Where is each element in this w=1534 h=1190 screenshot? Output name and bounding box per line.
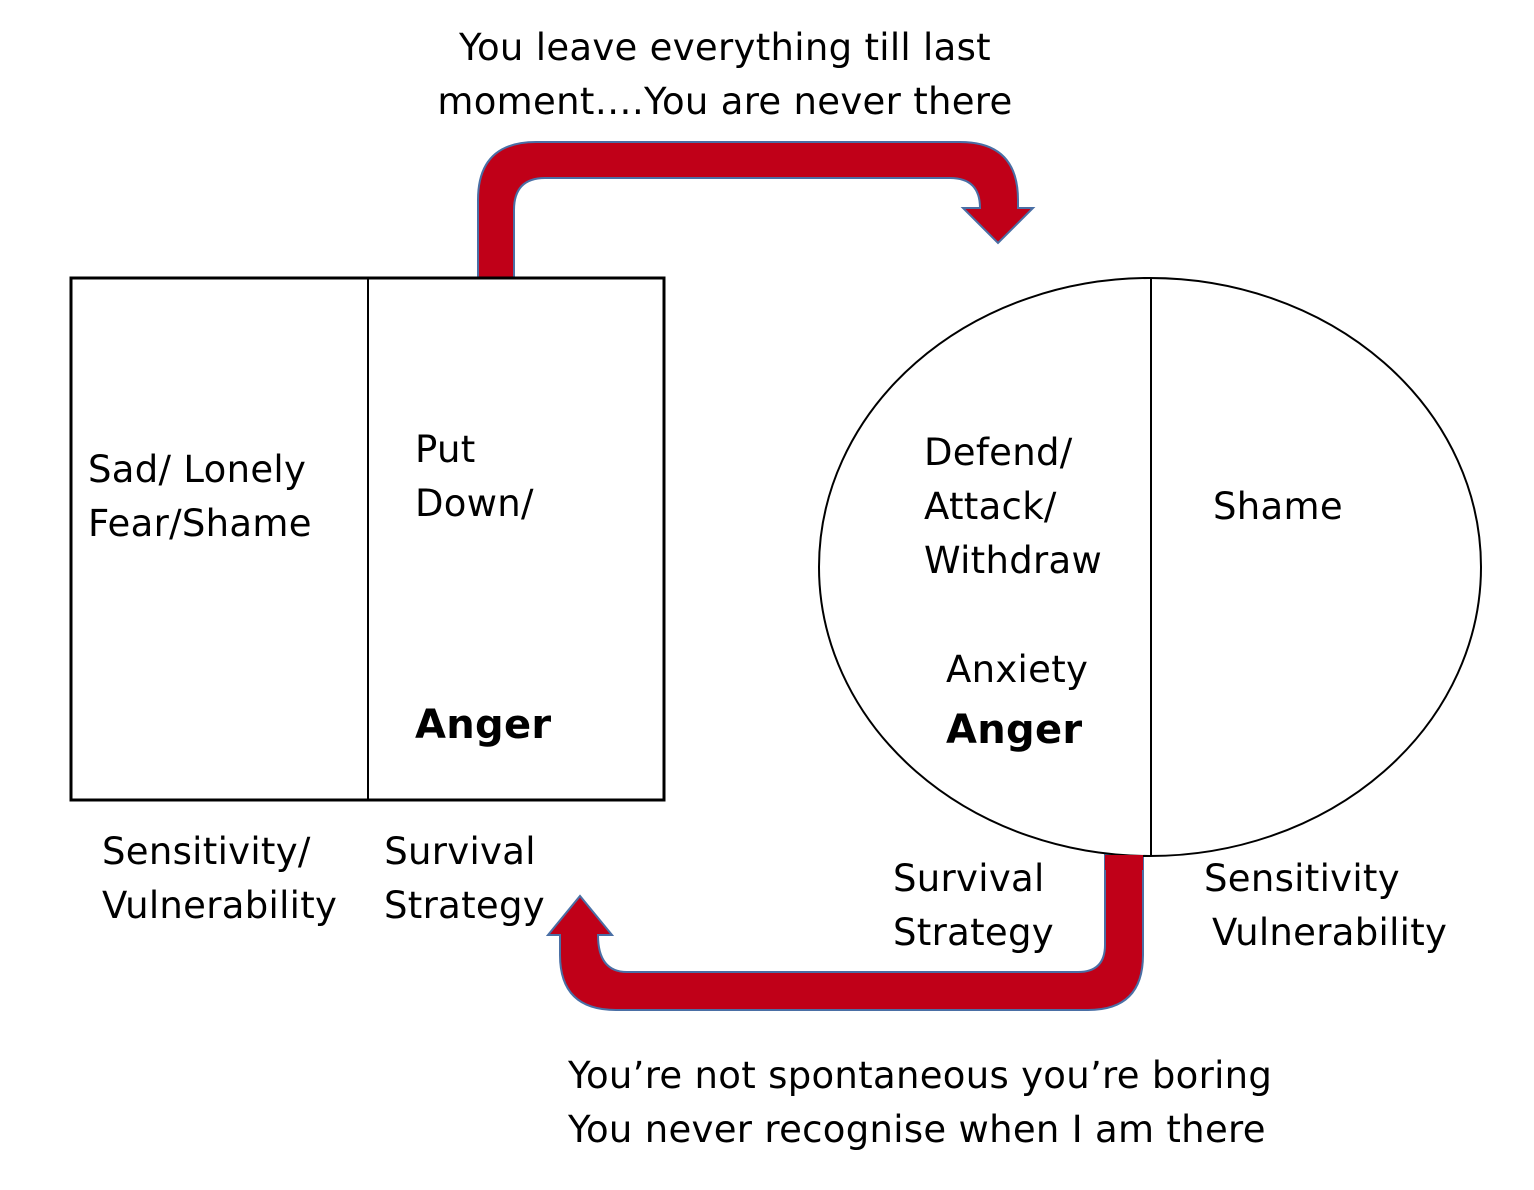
top-caption: You leave everything till last moment….Y… <box>430 21 1020 129</box>
vulnerability-label: Vulnerability <box>102 884 338 927</box>
defend-text: Defend/ <box>924 431 1073 474</box>
circle-strategy-label: Strategy <box>893 911 1054 954</box>
left-box-left-cell-text: Sad/ Lonely Fear/Shame <box>88 443 312 551</box>
circle-label-left: Survival Strategy <box>893 852 1054 960</box>
top-caption-line1: You leave everything till last <box>459 26 991 69</box>
bottom-caption: You’re not spontaneous you’re boring You… <box>568 1049 1272 1157</box>
anxiety-text: Anxiety <box>946 648 1089 691</box>
sad-lonely-text: Sad/ Lonely <box>88 448 307 491</box>
left-box-label-right: Survival Strategy <box>384 825 545 933</box>
bottom-caption-line2: You never recognise when I am there <box>568 1108 1266 1151</box>
circle-left-half-text: Defend/ Attack/ Withdraw <box>924 426 1102 588</box>
circle-survival-label: Survival <box>893 857 1045 900</box>
top-caption-line2: moment….You are never there <box>437 80 1013 123</box>
circle-anger-text: Anger <box>946 707 1083 753</box>
circle-vulnerability-label: Vulnerability <box>1212 911 1448 954</box>
fear-shame-text: Fear/Shame <box>88 502 312 545</box>
sensitivity-label: Sensitivity/ <box>102 830 311 873</box>
shame-text: Shame <box>1213 485 1343 528</box>
top-curved-arrow <box>477 141 1036 279</box>
left-box-anger-text: Anger <box>415 702 552 748</box>
bottom-caption-line1: You’re not spontaneous you’re boring <box>568 1054 1273 1097</box>
withdraw-text: Withdraw <box>924 539 1103 582</box>
left-box-right-cell-text: Put Down/ <box>415 423 534 531</box>
put-text: Put <box>415 428 476 471</box>
strategy-label: Strategy <box>384 884 545 927</box>
survival-label: Survival <box>384 830 536 873</box>
attack-text: Attack/ <box>924 485 1057 528</box>
bottom-curved-arrow <box>545 854 1144 1011</box>
bottom-arrow-stem <box>1105 855 1143 870</box>
down-text: Down/ <box>415 482 534 525</box>
left-box-label-left: Sensitivity/ Vulnerability <box>102 825 337 933</box>
circle-label-right: Sensitivity Vulnerability <box>1204 852 1447 960</box>
circle-sensitivity-label: Sensitivity <box>1204 857 1400 900</box>
